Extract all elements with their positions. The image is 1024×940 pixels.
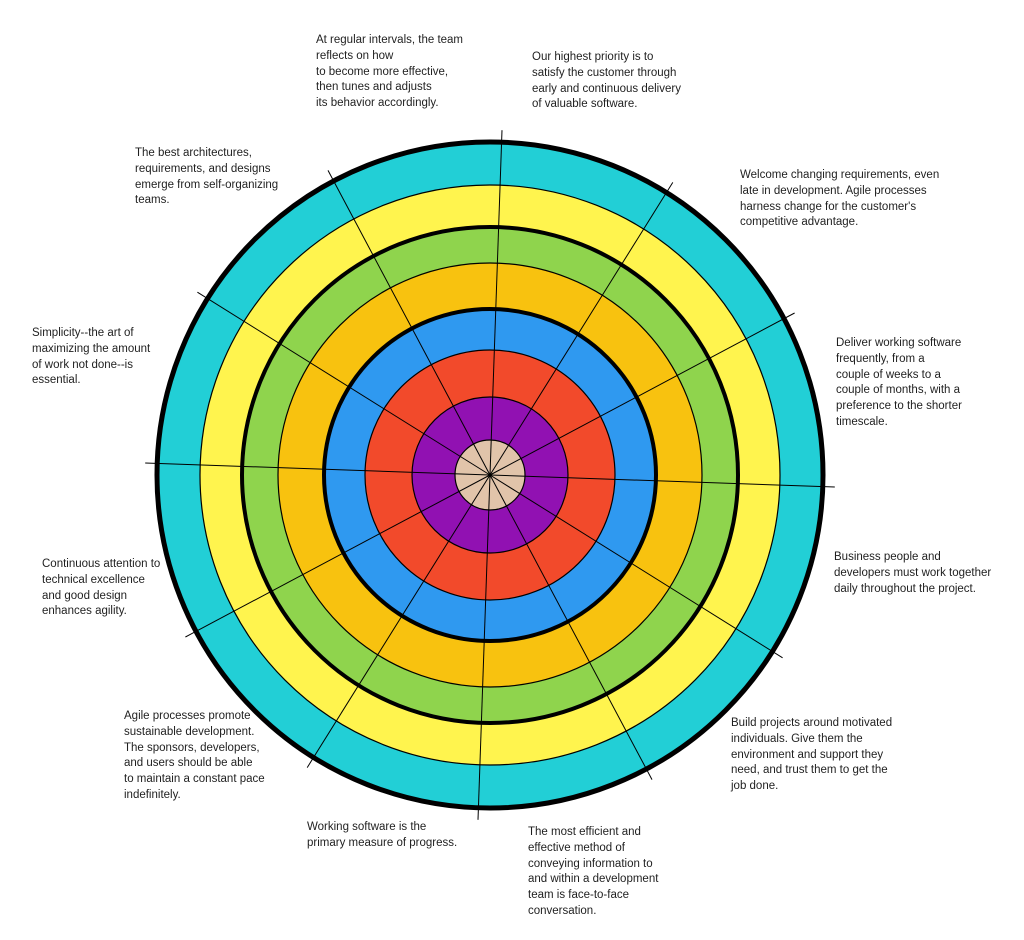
spoke-line <box>327 170 491 476</box>
principle-7-label: Working software is the primary measure … <box>307 821 458 849</box>
middle-border <box>240 225 740 725</box>
wheel-spokes <box>145 130 835 820</box>
spoke-line <box>145 462 491 476</box>
spoke-line <box>489 312 795 476</box>
principle-5-label: Build projects around motivated individu… <box>731 717 893 793</box>
principle-9-label: Continuous attention to technical excell… <box>42 558 161 618</box>
spoke-line <box>489 474 783 659</box>
principle-4-label: Business people and developers must work… <box>834 551 992 595</box>
spoke-line <box>197 291 491 476</box>
principle-12-label: At regular intervals, the team reflects … <box>316 34 464 110</box>
principle-1-label: Our highest priority is to satisfy the c… <box>532 51 681 111</box>
spoke-line <box>489 474 653 780</box>
spoke-line <box>489 130 503 476</box>
principle-6-label: The most efficient and effective method … <box>528 826 659 917</box>
spoke-line <box>306 474 491 768</box>
spoke-line <box>489 474 835 488</box>
wheel-borders <box>154 139 826 811</box>
outer-border <box>154 139 826 811</box>
spoke-line <box>489 182 674 476</box>
principle-2-label: Welcome changing requirements, even late… <box>740 169 940 229</box>
principle-3-label: Deliver working software frequently, fro… <box>836 337 962 428</box>
spoke-line <box>185 474 491 638</box>
inner-border <box>322 307 658 643</box>
spoke-line <box>477 474 491 820</box>
principle-10-label: Simplicity--the art of maximizing the am… <box>32 327 151 387</box>
principle-11-label: The best architectures, requirements, an… <box>135 147 279 207</box>
principle-8-label: Agile processes promote sustainable deve… <box>124 710 265 801</box>
